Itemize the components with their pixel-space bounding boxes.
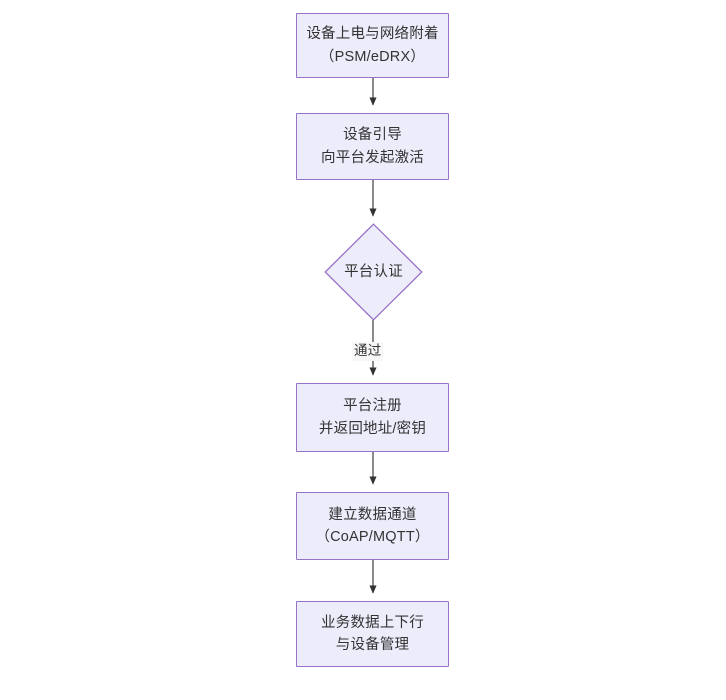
node-label: 设备上电与网络附着 （PSM/eDRX）	[306, 26, 439, 65]
node-label: 业务数据上下行 与设备管理	[321, 614, 424, 653]
node-label: 平台注册 并返回地址/密钥	[318, 398, 427, 437]
node-label: 设备引导 向平台发起激活	[321, 127, 424, 166]
node-device-bootstrap[interactable]: 设备引导 向平台发起激活	[296, 113, 449, 180]
edge-label-pass: 通过	[352, 342, 384, 361]
node-platform-registration[interactable]: 平台注册 并返回地址/密钥	[296, 383, 449, 452]
node-business-data-and-device-management[interactable]: 业务数据上下行 与设备管理	[296, 601, 449, 667]
node-label: 建立数据通道 （CoAP/MQTT）	[315, 506, 430, 545]
node-device-power-on[interactable]: 设备上电与网络附着 （PSM/eDRX）	[296, 13, 449, 78]
node-establish-data-channel[interactable]: 建立数据通道 （CoAP/MQTT）	[296, 492, 449, 560]
node-label: 平台认证	[344, 263, 403, 280]
node-platform-authentication[interactable]: 平台认证	[324, 223, 423, 321]
